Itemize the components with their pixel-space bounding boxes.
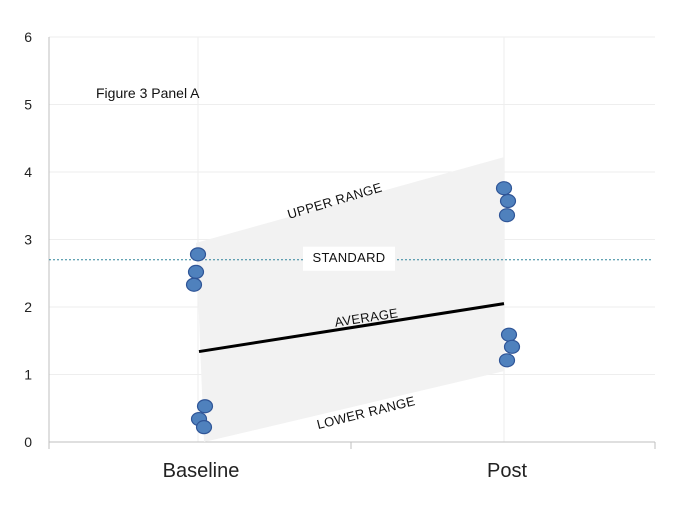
data-point	[495, 181, 513, 196]
y-tick-label: 5	[24, 97, 32, 113]
data-point	[187, 264, 205, 279]
data-point	[498, 353, 516, 368]
data-points	[185, 181, 521, 435]
data-point	[185, 277, 203, 292]
y-tick-label: 4	[24, 164, 32, 180]
y-tick-label: 0	[24, 434, 32, 450]
y-tick-label: 3	[24, 232, 32, 248]
standard-label: STANDARD	[313, 250, 386, 265]
y-tick-label: 2	[24, 299, 32, 315]
y-tick-label: 1	[24, 367, 32, 383]
range-band	[196, 157, 504, 442]
x-category-label: Baseline	[163, 460, 240, 482]
chart-title: Figure 3 Panel A	[96, 85, 200, 101]
x-category-label: Post	[487, 460, 527, 482]
data-point	[498, 208, 516, 223]
data-point	[499, 193, 517, 209]
data-point	[500, 327, 518, 342]
average-line	[198, 302, 505, 354]
y-tick-label: 6	[24, 29, 32, 45]
data-point	[503, 339, 521, 354]
data-point	[195, 420, 213, 435]
standard-label-background	[303, 246, 395, 271]
data-point	[189, 247, 207, 262]
data-point	[196, 399, 214, 414]
standard-label-box: STANDARD	[303, 246, 395, 271]
